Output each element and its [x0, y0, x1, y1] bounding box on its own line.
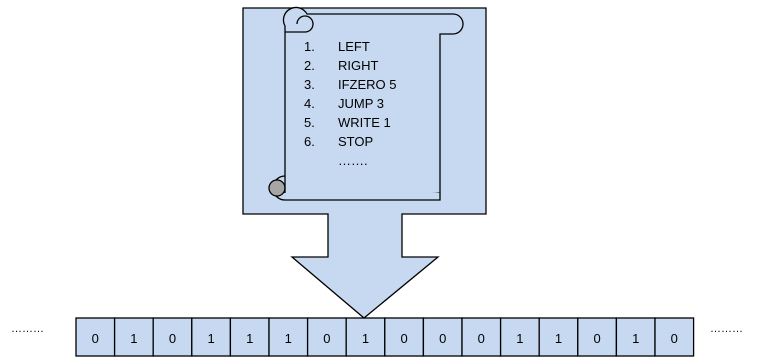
instruction-number: 1. [304, 39, 315, 54]
tape-right-ellipsis: ……… [710, 323, 743, 335]
tape-cell: 1 [345, 317, 386, 357]
tape-left-ellipsis: ……… [11, 323, 44, 335]
instruction-number: 6. [304, 134, 315, 149]
tape-cell: 1 [229, 317, 270, 357]
tape-cell-box [306, 317, 347, 357]
tape-cell-value: 0 [593, 331, 600, 346]
scroll-top-curl [285, 15, 314, 33]
tape-cell-value: 0 [169, 331, 176, 346]
tape-cell-value: 1 [555, 331, 562, 346]
instruction-text: RIGHT [338, 58, 379, 73]
program-listing: 1. LEFT 2. RIGHT 3. IFZERO 5 4. JUMP 3 5… [304, 39, 397, 168]
tape-cell: 0 [306, 317, 347, 357]
instruction-number: 3. [304, 77, 315, 92]
tape-cell: 0 [461, 317, 502, 357]
tape-cell-value: 0 [439, 331, 446, 346]
instruction-number: 5. [304, 115, 315, 130]
instruction-number: 2. [304, 58, 315, 73]
tape-cell: 1 [191, 317, 232, 357]
instruction-text: STOP [338, 134, 373, 149]
tape-cell-value: 1 [516, 331, 523, 346]
tape-cell-value: 0 [92, 331, 99, 346]
instruction-text: LEFT [338, 39, 370, 54]
tape-cell-box [538, 317, 579, 357]
tape-cell-value: 0 [400, 331, 407, 346]
tape-cell: 0 [577, 317, 618, 357]
tape-cell-box [229, 317, 270, 357]
tape-cell-value: 0 [323, 331, 330, 346]
tape-cell-value: 1 [130, 331, 137, 346]
tape-cell-value: 0 [671, 331, 678, 346]
tape-cell-box [268, 317, 309, 357]
tape-cell-value: 1 [246, 331, 253, 346]
tape-cell-box [345, 317, 386, 357]
tape-cell: 1 [113, 317, 154, 357]
instruction-number: 4. [304, 96, 315, 111]
tape-cell: 1 [615, 317, 656, 357]
tape-cell: 0 [654, 317, 695, 357]
tape-cell: 0 [384, 317, 425, 357]
instruction-text: JUMP 3 [338, 96, 384, 111]
tape-cell: 1 [538, 317, 579, 357]
instruction-text: WRITE 1 [338, 115, 391, 130]
tape-cell: 0 [75, 317, 116, 357]
tape-cell-value: 1 [632, 331, 639, 346]
tape-cell-box [75, 317, 116, 357]
tape-cell-box [577, 317, 618, 357]
tape-cell-value: 1 [207, 331, 214, 346]
instruction-text: IFZERO 5 [338, 77, 397, 92]
program-scroll [268, 6, 464, 201]
tape-cell-box [654, 317, 695, 357]
tape-cell: 1 [499, 317, 540, 357]
program-continuation: ……. [338, 153, 368, 168]
tape: 0 1 0 1 1 1 0 1 0 0 0 1 1 0 1 0 [75, 317, 695, 357]
tape-cell-value: 0 [478, 331, 485, 346]
tape-cell: 1 [268, 317, 309, 357]
tape-cell: 0 [152, 317, 193, 357]
tape-cell: 0 [422, 317, 463, 357]
tape-cell-value: 1 [285, 331, 292, 346]
tape-cell-value: 1 [362, 331, 369, 346]
